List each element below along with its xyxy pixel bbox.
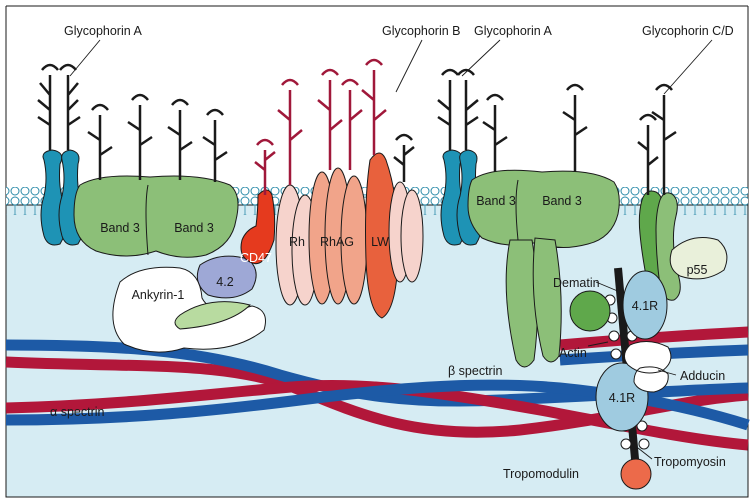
label-4-1r-top: 4.1R xyxy=(632,299,658,313)
label-alpha-spectrin: α spectrin xyxy=(50,405,105,419)
label-4-2: 4.2 xyxy=(216,275,233,289)
label-rhag: RhAG xyxy=(320,235,354,249)
label-glycophorin-b: Glycophorin B xyxy=(382,24,461,38)
protein-4-2-shape xyxy=(196,255,257,299)
label-glycophorin-cd: Glycophorin C/D xyxy=(642,24,734,38)
ankyrin-spectrin-binding-domain xyxy=(174,301,251,330)
dematin-shape xyxy=(569,290,611,332)
label-band3-2: Band 3 xyxy=(174,221,214,235)
label-dematin: Dematin xyxy=(553,276,600,290)
label-tropomyosin: Tropomyosin xyxy=(654,455,726,469)
label-band3-1: Band 3 xyxy=(100,221,140,235)
tropomodulin-shape xyxy=(620,458,652,490)
label-glycophorin-a-right: Glycophorin A xyxy=(474,24,552,38)
band3-left-complex xyxy=(73,93,239,258)
band3-right-complex xyxy=(467,83,620,368)
protein-4-1r-top-shape xyxy=(622,270,668,340)
label-rh: Rh xyxy=(289,235,305,249)
label-band3-4: Band 3 xyxy=(542,194,582,208)
p55-shape xyxy=(669,237,728,280)
leader-lines xyxy=(69,39,713,460)
label-p55: p55 xyxy=(687,263,708,277)
label-4-1r-bottom: 4.1R xyxy=(609,391,635,405)
label-beta-spectrin: β spectrin xyxy=(448,364,502,378)
label-lw: LW xyxy=(371,235,389,249)
label-adducin: Adducin xyxy=(680,369,725,383)
label-glycophorin-a-left: Glycophorin A xyxy=(64,24,142,38)
label-tropomodulin: Tropomodulin xyxy=(503,467,579,481)
label-band3-3: Band 3 xyxy=(476,194,516,208)
spectrin-strand-top-right xyxy=(559,326,749,351)
beta-spectrin-strand-2 xyxy=(5,379,750,431)
cd47-complex xyxy=(240,138,276,265)
glycophorin-b-complex xyxy=(388,133,424,283)
lw-complex xyxy=(361,58,399,319)
rhag-complex xyxy=(308,68,368,305)
label-cd47: CD47 xyxy=(240,251,272,265)
label-actin: Actin xyxy=(559,346,587,360)
label-ankyrin: Ankyrin-1 xyxy=(132,288,185,302)
